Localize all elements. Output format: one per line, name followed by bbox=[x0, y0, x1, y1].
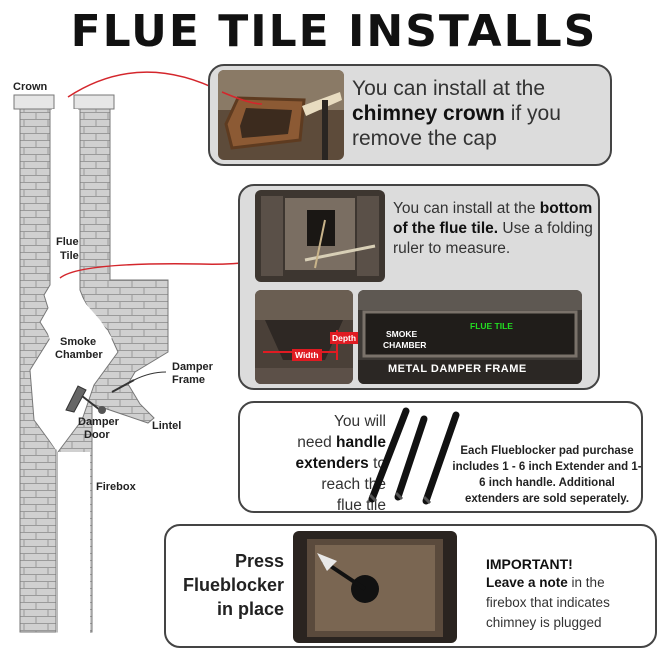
damper-frame-photo bbox=[358, 290, 582, 384]
damper-door bbox=[65, 385, 87, 413]
extenders-note: Each Flueblocker pad purchase includes 1… bbox=[452, 445, 642, 505]
damper-frame-line bbox=[111, 379, 135, 393]
label-lintel: Lintel bbox=[152, 420, 182, 432]
important-heading: IMPORTANT! bbox=[486, 556, 573, 572]
page-title: FLUE TILE INSTALLS bbox=[70, 6, 598, 57]
flue-tile-photo bbox=[255, 190, 385, 282]
smoke-label-1: SMOKE bbox=[386, 329, 418, 339]
label-smoke: Smoke bbox=[60, 336, 97, 348]
important-note: Leave a note in the firebox that indicat… bbox=[486, 575, 610, 630]
label-tile: Tile bbox=[60, 250, 79, 262]
smoke-label-2: CHAMBER bbox=[383, 340, 427, 350]
press-text: Press Flueblocker in place bbox=[182, 551, 284, 619]
depth-label: Depth bbox=[330, 332, 359, 344]
flue-tile-install-text: You can install at the bottom of the flu… bbox=[393, 200, 593, 257]
label-chamber: Chamber bbox=[55, 349, 103, 361]
label-damper-door-1: Damper bbox=[78, 416, 119, 428]
label-damper-door-2: Door bbox=[84, 429, 110, 441]
width-label: Width bbox=[292, 349, 322, 361]
flue-tile-label: FLUE TILE bbox=[470, 321, 513, 331]
flue-channel bbox=[32, 109, 112, 632]
label-damper-frame-1: Damper bbox=[172, 361, 213, 373]
flueblocker-photo bbox=[293, 531, 457, 643]
crown-photo bbox=[218, 70, 344, 160]
label-crown: Crown bbox=[13, 81, 48, 93]
chimney-left-wall bbox=[19, 108, 57, 633]
handle-extenders-image bbox=[368, 407, 460, 505]
label-firebox: Firebox bbox=[96, 481, 136, 493]
label-flue: Flue bbox=[56, 236, 79, 248]
label-damper-frame-2: Frame bbox=[172, 374, 206, 386]
metal-damper-frame-label: METAL DAMPER FRAME bbox=[388, 363, 527, 375]
crown-install-text: You can install at the chimney crown if … bbox=[352, 77, 561, 150]
